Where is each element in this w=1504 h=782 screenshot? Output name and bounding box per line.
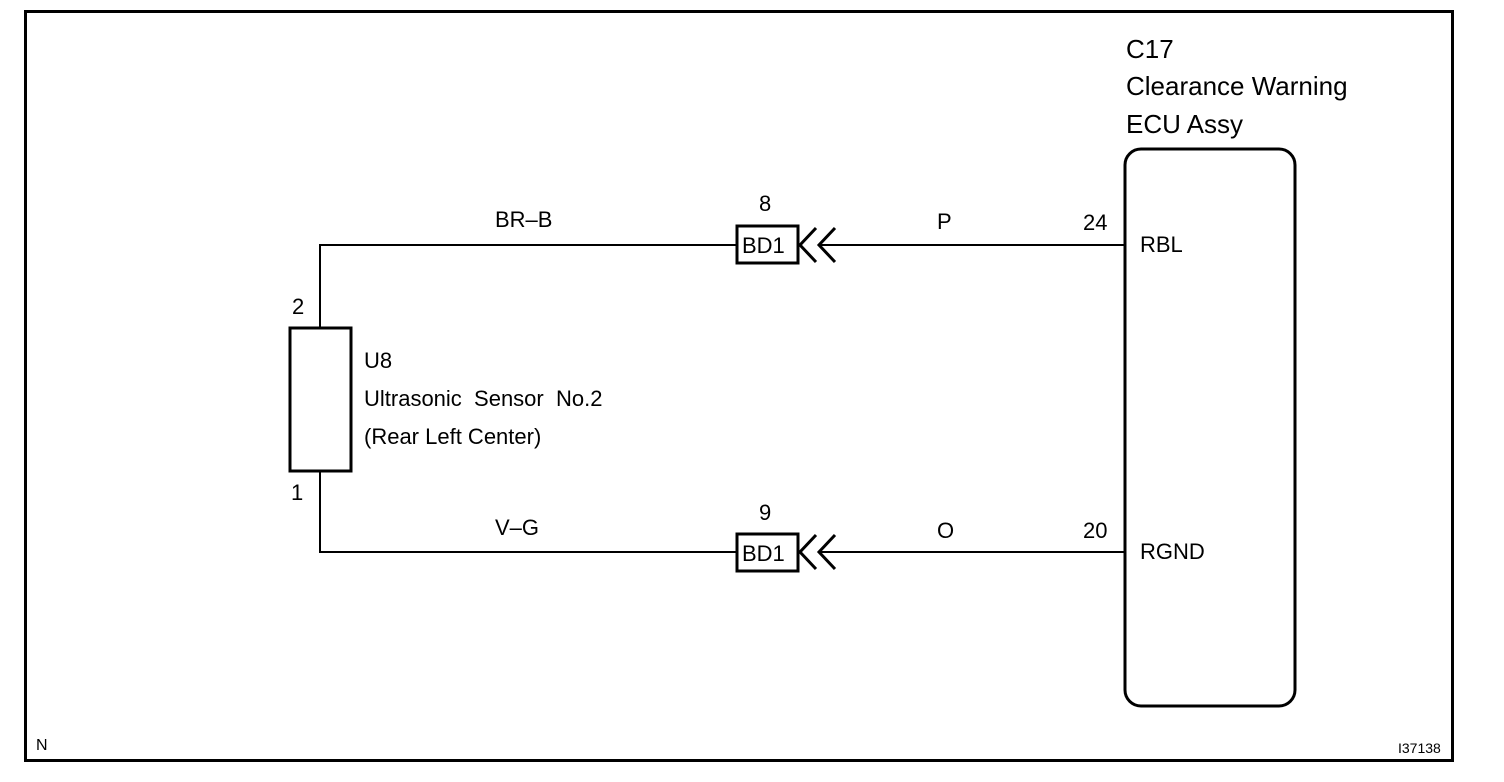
ecu-box	[1123, 147, 1297, 708]
connector-arrow-top-1	[797, 226, 818, 264]
wire-color-top-sensor-side: BR–B	[495, 207, 553, 232]
ecu-code: C17	[1126, 34, 1174, 64]
connector-pin-bottom: 9	[759, 500, 772, 525]
wire-color-bottom-sensor-side: V–G	[495, 515, 540, 540]
figure-id: I37138	[1398, 740, 1441, 756]
connector-box-bottom	[735, 532, 800, 573]
sensor-location: (Rear Left Center)	[364, 424, 542, 449]
wire-bottom-sensor-side	[319, 471, 737, 553]
connector-box-top	[735, 224, 800, 265]
ecu-pin-number-bottom: 20	[1083, 518, 1108, 543]
connector-pin-top: 8	[759, 191, 772, 216]
ecu-pin-number-top: 24	[1083, 210, 1108, 235]
sensor-name: Ultrasonic Sensor No.2	[364, 386, 603, 411]
wire-top-sensor-side	[319, 244, 737, 328]
sensor-code: U8	[364, 348, 393, 373]
sensor-pin-top: 2	[292, 294, 305, 319]
ecu-pin-name-bottom: RGND	[1140, 539, 1205, 564]
wire-color-top-ecu-side: P	[937, 209, 952, 234]
ecu-name-line2: ECU Assy	[1126, 109, 1244, 139]
connector-name-bottom: BD1	[742, 541, 785, 566]
wire-color-bottom-ecu-side: O	[937, 518, 955, 543]
connector-name-top: BD1	[742, 233, 785, 258]
sensor-box	[288, 326, 353, 473]
ecu-pin-name-top: RBL	[1140, 232, 1183, 257]
footer-left-mark: N	[36, 737, 48, 754]
sensor-pin-bottom: 1	[291, 480, 304, 505]
ecu-name-line1: Clearance Warning	[1126, 71, 1348, 101]
diagram-frame	[24, 10, 1454, 762]
connector-arrow-bottom-1	[797, 533, 818, 571]
